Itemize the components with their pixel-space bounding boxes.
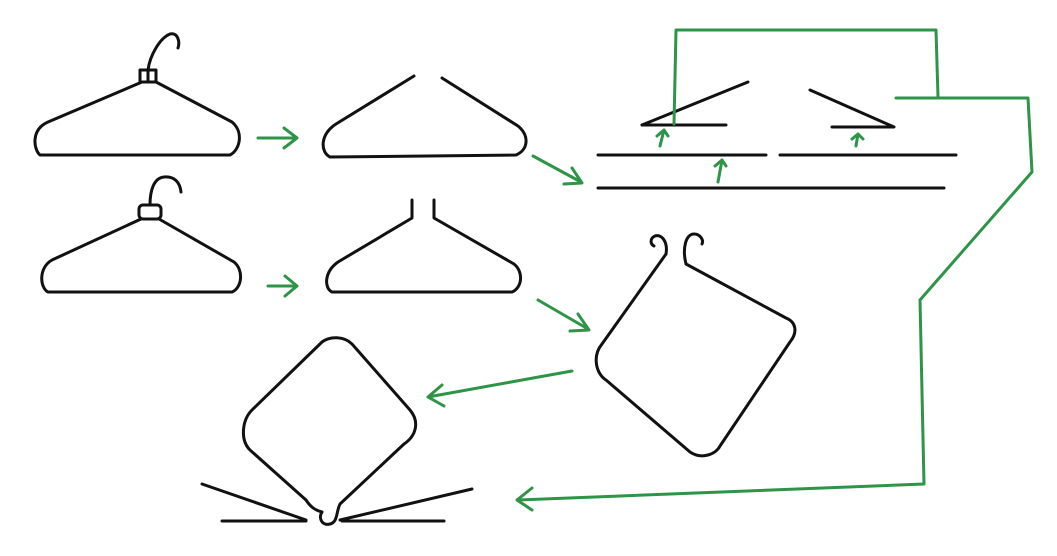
- hanger-top-body: [33, 80, 241, 157]
- diamond-leg-left-upper: [200, 482, 308, 522]
- hanger-bottom-cut: [325, 198, 522, 294]
- hanger-bottom-cut-body: [325, 198, 522, 294]
- arrow-small-2: [713, 158, 728, 184]
- diamond-hooks-body: [594, 252, 797, 458]
- wire-piece-diagonal-left: [640, 80, 750, 127]
- wire-piece-right: [808, 88, 896, 129]
- hanger-bottom-cap: [137, 203, 163, 221]
- diamond-hook-left: [649, 234, 668, 256]
- hanger-bottom: [40, 175, 242, 294]
- hanger-bottom-body: [40, 217, 242, 294]
- hanger-top: [33, 32, 241, 157]
- arrow-cut-to-pieces: [531, 154, 584, 186]
- arrow-small-3: [850, 132, 865, 148]
- arrow-loop-to-legs: [515, 28, 1034, 512]
- diamond-hooks: [594, 232, 797, 458]
- arrow-hanger-top-to-cut: [256, 126, 299, 150]
- hanger-top-cut-body: [321, 74, 528, 159]
- wire-pieces: [596, 80, 958, 190]
- hanger-bottom-hook: [148, 175, 183, 207]
- diamond-feet: [200, 336, 474, 526]
- hanger-top-twist: [138, 68, 158, 84]
- diamond-hook-right: [682, 232, 704, 266]
- diamond-leg-right-upper: [338, 487, 474, 522]
- process-arrows: [256, 28, 1034, 512]
- arrow-cut-to-diamond: [536, 298, 591, 333]
- arrow-diamond-to-legs: [426, 369, 574, 408]
- arrow-small-1: [655, 128, 670, 148]
- arrow-hanger-bottom-to-cut: [266, 274, 299, 298]
- hanger-top-hook: [146, 32, 181, 72]
- diamond-feet-body: [242, 336, 418, 526]
- hanger-top-cut: [321, 74, 528, 159]
